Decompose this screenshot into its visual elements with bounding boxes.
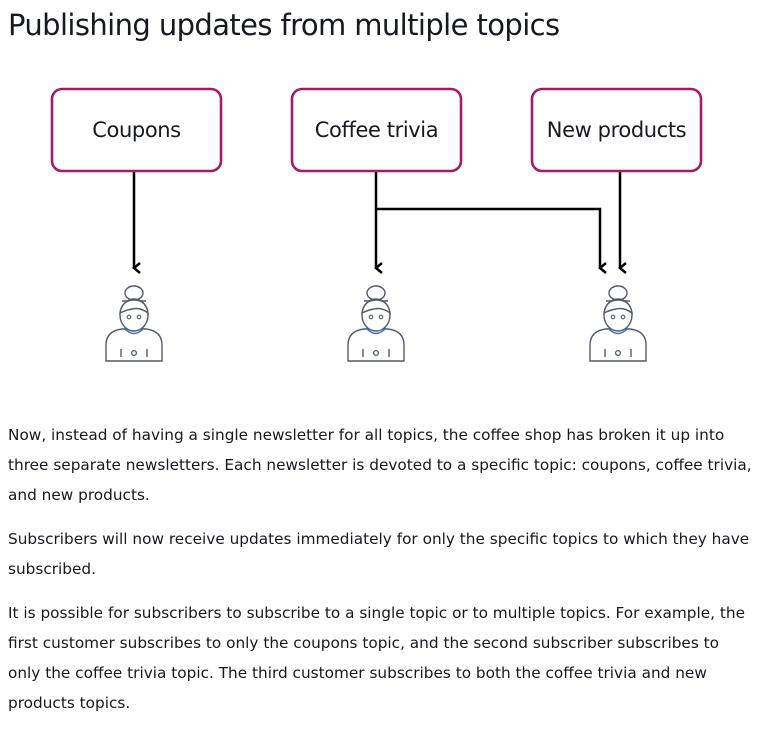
paragraph-2: Subscribers will now receive updates imm… xyxy=(8,530,750,578)
topic-box-new-products: New products xyxy=(530,87,703,173)
topic-box-coffee-trivia: Coffee trivia xyxy=(290,87,463,173)
description: Now, instead of having a single newslett… xyxy=(8,420,756,732)
topics-diagram: Coupons Coffee trivia New products xyxy=(50,87,703,362)
arrow-coffee-trivia-to-subscriber-3 xyxy=(376,207,607,274)
topic-label-coffee-trivia: Coffee trivia xyxy=(315,118,438,142)
topic-box-coupons: Coupons xyxy=(50,87,223,173)
subscriber-1-icon xyxy=(105,285,163,362)
paragraph-1: Now, instead of having a single newslett… xyxy=(8,426,752,504)
topic-label-coupons: Coupons xyxy=(92,118,180,142)
paragraph-3: It is possible for subscribers to subscr… xyxy=(8,604,745,712)
page-title: Publishing updates from multiple topics xyxy=(8,8,560,42)
subscriber-2-icon xyxy=(347,285,405,362)
subscriber-3-icon xyxy=(589,285,647,362)
topic-label-new-products: New products xyxy=(547,118,686,142)
